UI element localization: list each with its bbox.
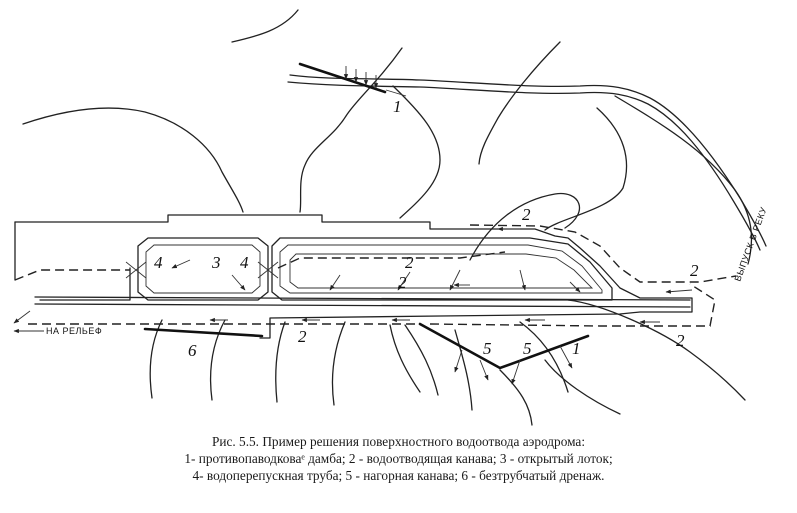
airfield-drainage-diagram: 1 2 2 2 2 2 2 3 4 4 5 5 1 6 НА РЕЛЬЕФ ВЫ…	[13, 9, 769, 426]
label-upland-left: 5	[483, 339, 492, 358]
label-canal-southeast: 2	[676, 331, 685, 350]
drainage-canals	[14, 224, 737, 327]
label-canal-south: 2	[298, 327, 307, 346]
label-to-relief: НА РЕЛЬЕФ	[46, 326, 102, 336]
caption-title: Рис. 5.5. Пример решения поверхностного …	[211, 434, 586, 449]
label-canal-east: 2	[690, 261, 699, 280]
caption-legend-line-1: 1- противопаводковаᵉ дамба; 2 - водоотво…	[184, 451, 613, 466]
terrain-contours	[22, 9, 753, 426]
label-upland-dam: 1	[572, 339, 581, 358]
taxiway-left	[137, 237, 269, 301]
label-upland-right: 5	[523, 339, 532, 358]
label-pipe-right: 4	[240, 253, 249, 272]
road	[287, 74, 767, 251]
label-tray: 3	[211, 253, 221, 272]
label-canal-mid: 2	[405, 253, 414, 272]
pass-through-pipes	[125, 261, 279, 279]
label-pipe-left: 4	[154, 253, 163, 272]
taxiway-right	[271, 237, 613, 301]
airfield-outline	[14, 214, 693, 339]
figure-caption: Рис. 5.5. Пример решения поверхностного …	[0, 433, 797, 484]
label-canal-center: 2	[398, 273, 407, 292]
anti-flood-dam	[298, 62, 407, 97]
flow-arrows	[13, 226, 693, 325]
caption-legend-line-2: 4- водоперепускная труба; 5 - нагорная к…	[192, 468, 605, 483]
label-drain: 6	[188, 341, 197, 360]
upland-canal	[418, 322, 590, 385]
label-dam: 1	[393, 97, 402, 116]
label-canal-top: 2	[522, 205, 531, 224]
trenchless-drain	[143, 327, 264, 338]
